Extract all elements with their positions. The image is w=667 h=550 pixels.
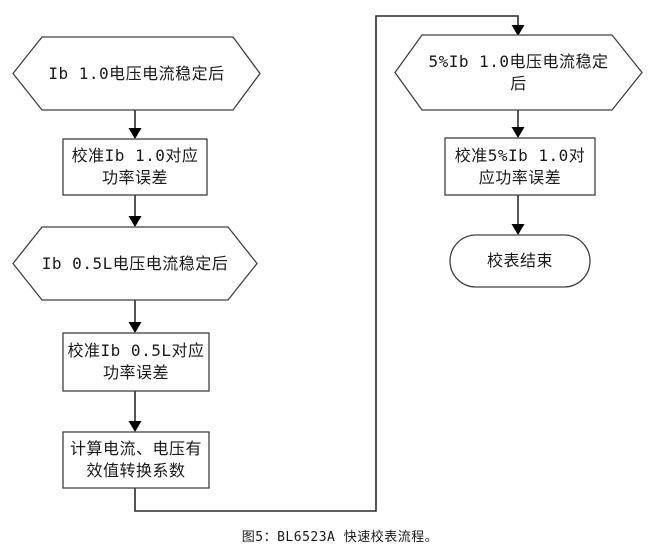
hexagon-shape-5ib10 <box>394 34 643 111</box>
arrowhead-into-hex-5ib10 <box>511 25 525 36</box>
arrowhead-hex-ib05l <box>128 216 142 227</box>
connector-loop-line <box>134 15 519 512</box>
hexagon-shape-ib10 <box>12 36 261 111</box>
process-shape-ib05l <box>62 332 210 392</box>
terminator-shape-end <box>449 234 591 288</box>
process-shape-rms <box>62 431 210 489</box>
arrowhead-end-terminator <box>511 224 525 235</box>
arrowhead-proc-5ib10 <box>511 127 525 138</box>
figure-caption: 图5：BL6523A 快速校表流程。 <box>241 530 439 545</box>
process-shape-5ib10 <box>444 137 596 196</box>
arrowhead-proc-ib05l <box>128 322 142 333</box>
arrowhead-proc-rms <box>128 421 142 432</box>
hexagon-shape-ib05l <box>12 226 258 301</box>
arrowhead-proc-ib10 <box>128 128 142 139</box>
process-shape-ib10 <box>62 138 208 196</box>
